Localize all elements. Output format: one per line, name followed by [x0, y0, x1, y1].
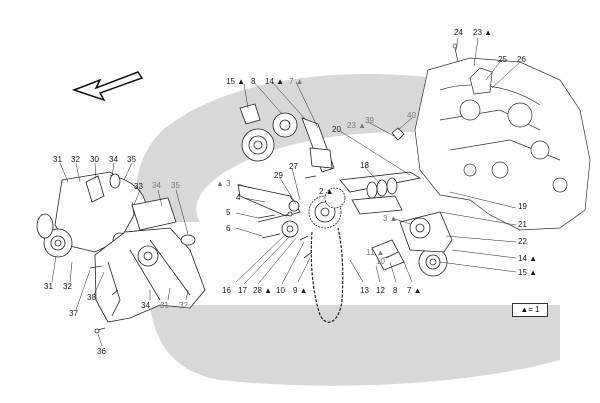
callout-15: 15 ▲ [226, 77, 246, 86]
callout-2: 2 ▲ [319, 187, 334, 196]
callout-28: 28 ▲ [253, 286, 273, 295]
callout-23-center: 23 ▲ [347, 121, 367, 130]
timing-chain [310, 227, 344, 323]
tensioner-arm [237, 184, 301, 238]
callout-24: 24 [454, 28, 463, 37]
callout-8-lower: 8 [393, 286, 398, 295]
callout-25: 25 [498, 55, 507, 64]
callout-7-lower: 7 ▲ [407, 286, 422, 295]
callout-18: 18 [360, 161, 369, 170]
callout-30: 30 [90, 155, 99, 164]
callout-29: 29 [274, 171, 283, 180]
callout-6: 6 [226, 224, 231, 233]
timing-cover-left [94, 173, 206, 323]
callout-37: 37 [69, 309, 78, 318]
callout-31-lower: 31 [44, 282, 53, 291]
bolt-group-center [257, 127, 405, 259]
callout-13: 13 [360, 286, 369, 295]
callout-8: 8 [251, 77, 256, 86]
callout-4: 4 [236, 193, 241, 202]
idler-rollers [366, 177, 398, 199]
leader-lines [51, 37, 521, 347]
callout-32: 32 [71, 155, 80, 164]
callout-40: 40 [407, 111, 416, 120]
callout-34-lower: 34 [141, 301, 150, 310]
timing-pulley-upper [239, 103, 335, 173]
callout-14: 14 ▲ [265, 77, 285, 86]
callout-20: 20 [332, 125, 341, 134]
callout-11: 11 ▲ [366, 248, 385, 257]
callout-27: 27 [289, 162, 298, 171]
callout-5: 5 [226, 208, 231, 217]
callout-22: 22 [518, 237, 527, 246]
callout-34: 34 [109, 155, 118, 164]
callout-35: 35 [127, 155, 136, 164]
callout-21: 21 [518, 220, 527, 229]
tensioner-pulley-right [371, 211, 453, 277]
callout-9: 9 ▲ [293, 286, 308, 295]
callout-3: ▲ 3 [216, 179, 231, 188]
callout-34-gray: 34 [152, 181, 161, 190]
callout-39: 39 [365, 116, 374, 125]
direction-arrow-icon [71, 71, 144, 102]
callout-12: 12 [376, 286, 385, 295]
callout-23: 23 ▲ [473, 28, 493, 37]
callout-31-gray: 31 [160, 301, 169, 310]
callout-36: 36 [97, 347, 106, 356]
callout-19: 19 [518, 202, 527, 211]
callout-7: 7 ▲ [289, 77, 304, 86]
callout-32-gray: 32 [179, 301, 188, 310]
callout-15-right: 15 ▲ [518, 268, 538, 277]
legend-box: ▲= 1 [512, 303, 548, 317]
callout-35-gray: 35 [171, 181, 180, 190]
callout-3-right: 3 ▲ [383, 214, 398, 223]
camshaft-sprocket [308, 187, 346, 229]
callout-16: 16 [222, 286, 231, 295]
callout-32-lower: 32 [63, 282, 72, 291]
callout-31: 31 [53, 155, 62, 164]
callout-14-right: 14 ▲ [518, 254, 538, 263]
callout-17: 17 [238, 286, 247, 295]
callout-26: 26 [517, 55, 526, 64]
callout-10: 10 [276, 286, 285, 295]
callout-10-right: 10 [376, 257, 385, 266]
bolt-group-left [89, 265, 119, 334]
callout-38: 38 [87, 293, 96, 302]
callout-33: 33 [134, 182, 143, 191]
engine-block-right [414, 43, 591, 231]
